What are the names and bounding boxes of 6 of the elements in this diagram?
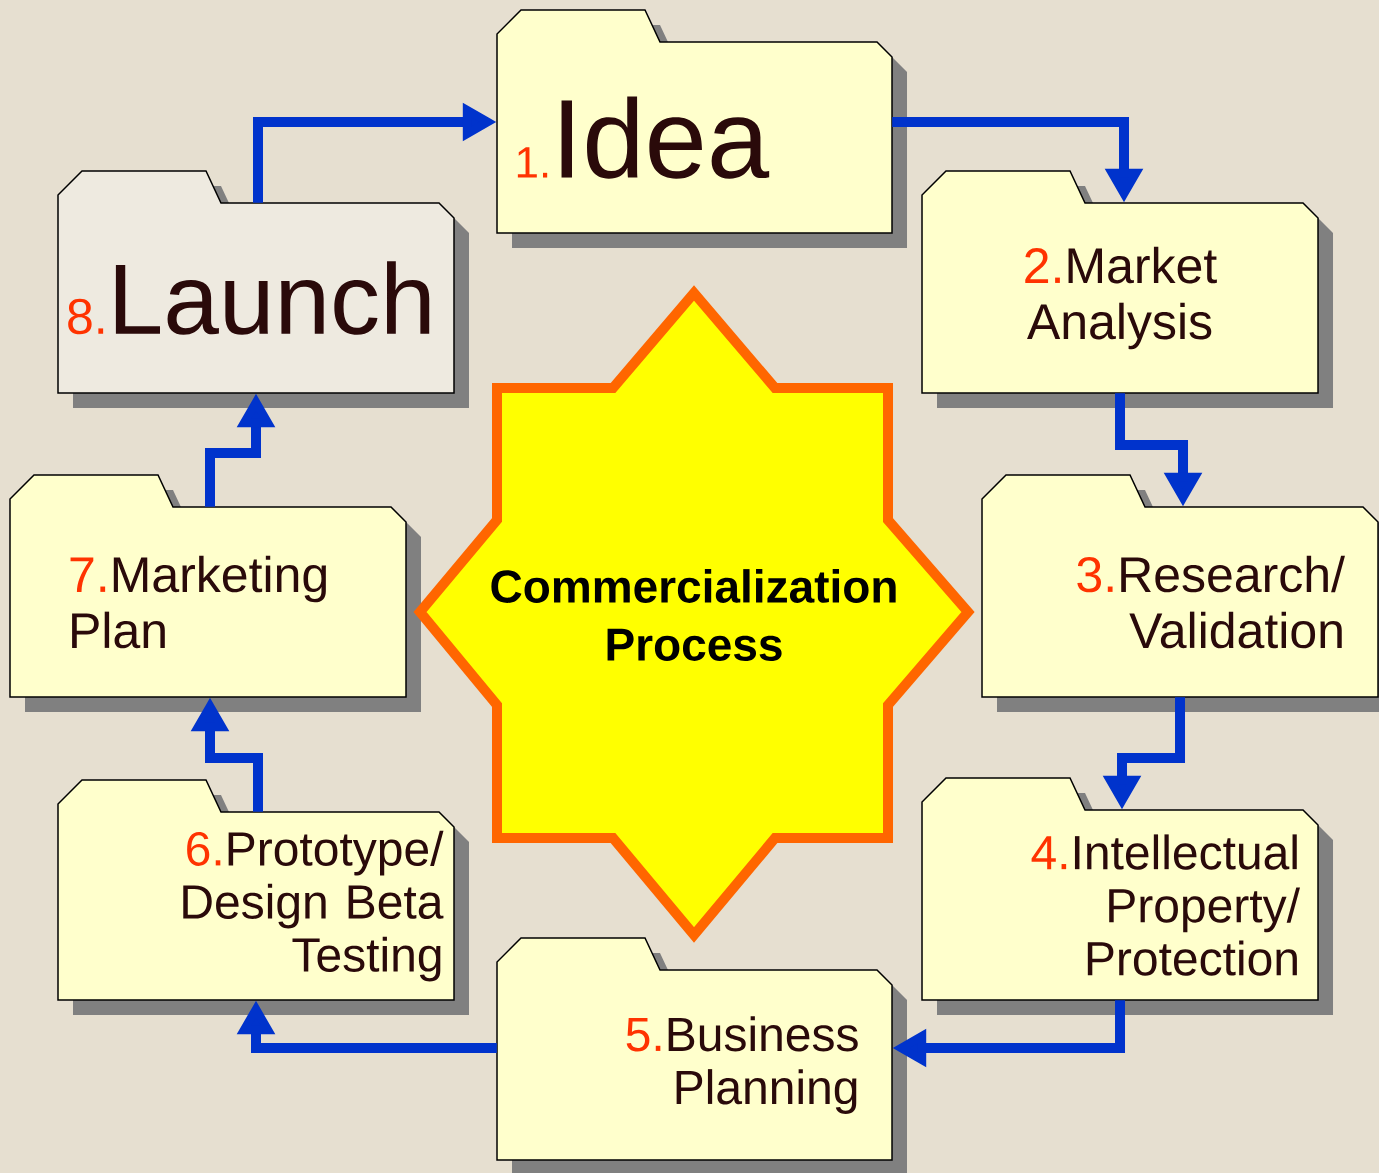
folder-box: 6. Prototype/ Design Beta Testing	[57, 779, 469, 1015]
folder-box: 2. Market Analysis	[921, 170, 1333, 408]
folder-box: 7. Marketing Plan	[9, 474, 421, 712]
folder-box: 5. Business Planning	[496, 937, 907, 1173]
folder-box: 4. Intellectual Property/ Protection	[921, 777, 1333, 1015]
folder-box: 3. Research/ Validation	[981, 474, 1379, 712]
